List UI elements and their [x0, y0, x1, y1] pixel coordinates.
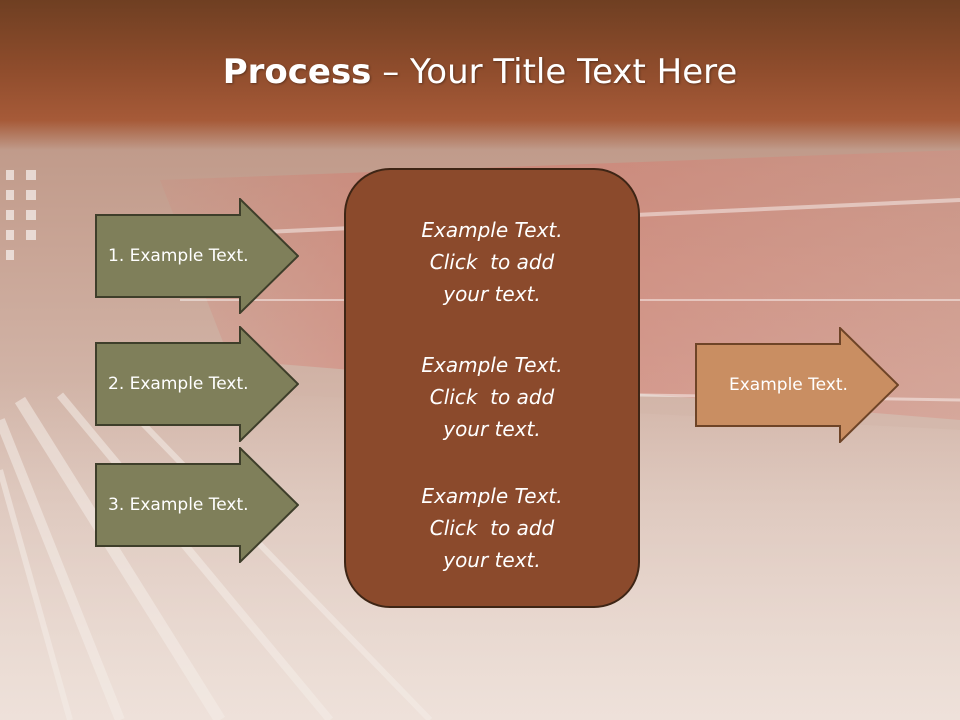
left-arrow-2[interactable]: 2. Example Text. [95, 326, 299, 442]
right-arrow-shape-icon [95, 326, 299, 442]
text-line: Click to add [429, 516, 555, 540]
text-line: Example Text. [421, 484, 563, 508]
text-line: Click to add [429, 250, 555, 274]
right-output-arrow[interactable]: Example Text. [695, 327, 899, 443]
right-arrow-shape-icon [95, 198, 299, 314]
left-arrow-3[interactable]: 3. Example Text. [95, 447, 299, 563]
left-arrow-2-label: 2. Example Text. [108, 374, 249, 394]
center-text-block-3: Example Text. Click to add your text. [346, 480, 638, 576]
left-arrow-1[interactable]: 1. Example Text. [95, 198, 299, 314]
text-line: Example Text. [421, 218, 563, 242]
right-arrow-shape-icon [695, 327, 899, 443]
title-bar [0, 0, 960, 150]
center-text-box[interactable]: Example Text. Click to add your text. Ex… [344, 168, 640, 608]
left-arrow-3-label: 3. Example Text. [108, 495, 249, 515]
text-line: your text. [443, 548, 541, 572]
right-arrow-shape-icon [95, 447, 299, 563]
center-text-block-1: Example Text. Click to add your text. [346, 214, 638, 310]
center-text-block-2: Example Text. Click to add your text. [346, 349, 638, 445]
text-line: your text. [443, 282, 541, 306]
title-rest: – Your Title Text Here [371, 52, 738, 92]
slide-title: Process – Your Title Text Here [0, 52, 960, 92]
text-line: Click to add [429, 385, 555, 409]
left-arrow-1-label: 1. Example Text. [108, 246, 249, 266]
title-bold: Process [222, 52, 372, 92]
right-arrow-label: Example Text. [729, 375, 848, 395]
text-line: Example Text. [421, 353, 563, 377]
text-line: your text. [443, 417, 541, 441]
